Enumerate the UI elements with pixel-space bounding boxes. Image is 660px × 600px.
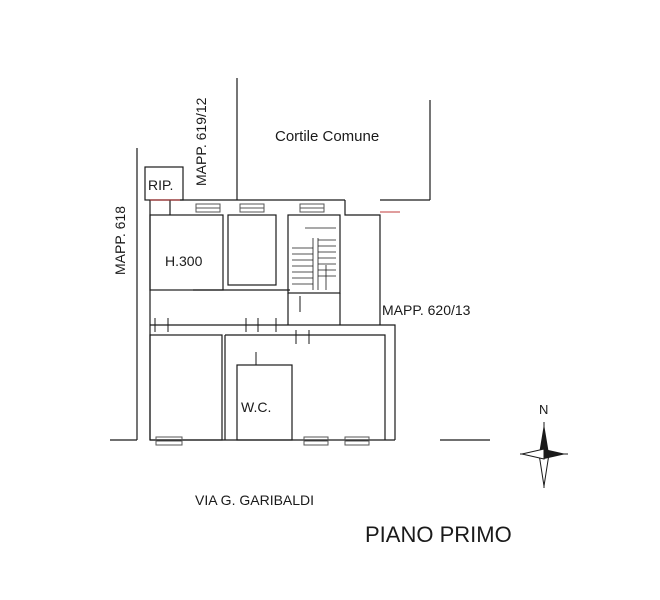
red-marks xyxy=(150,199,400,213)
mapp-619-label: MAPP. 619/12 xyxy=(193,97,209,186)
windows xyxy=(155,203,370,446)
plan-walls xyxy=(110,78,490,441)
height-label: H.300 xyxy=(165,253,203,269)
north-label: N xyxy=(539,402,548,417)
wc-label: W.C. xyxy=(241,399,271,415)
door-marks xyxy=(154,296,310,365)
compass-icon: N xyxy=(520,402,568,488)
rip-label: RIP. xyxy=(148,177,173,193)
street-label: VIA G. GARIBALDI xyxy=(195,492,314,508)
mapp-620-label: MAPP. 620/13 xyxy=(382,302,471,318)
courtyard-label: Cortile Comune xyxy=(275,128,379,145)
mapp-618-label: MAPP. 618 xyxy=(112,206,128,275)
floor-title: PIANO PRIMO xyxy=(365,522,512,547)
staircase xyxy=(292,227,336,290)
